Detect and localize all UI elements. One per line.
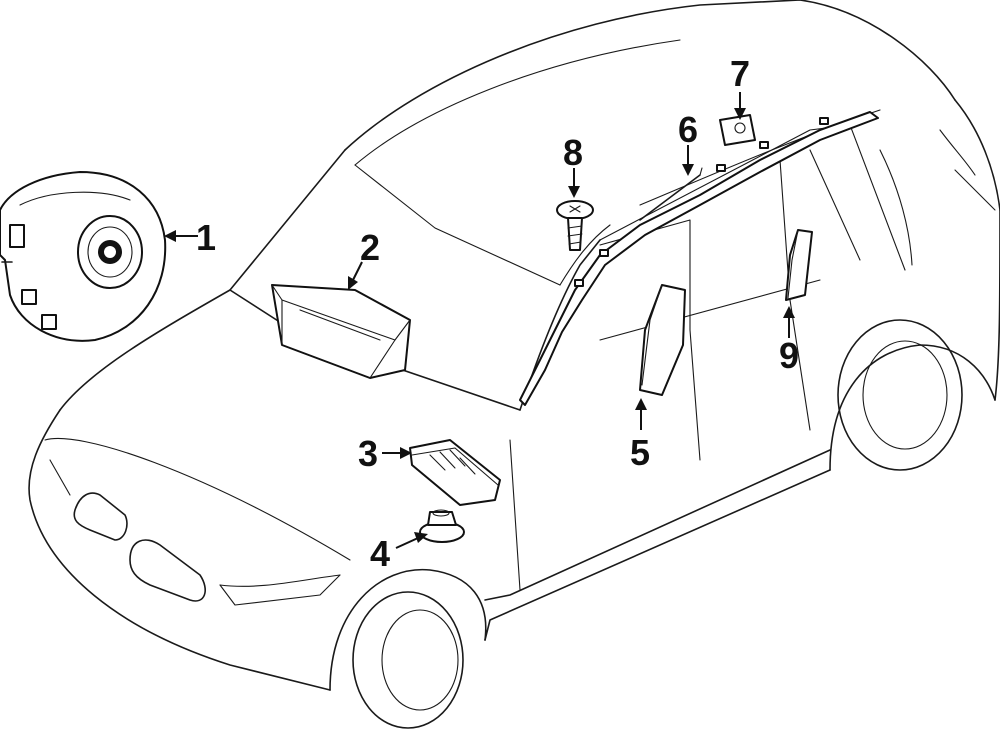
part-7-clip: [719, 114, 756, 146]
callout-7: 7: [730, 53, 750, 94]
callout-1: 1: [196, 217, 216, 258]
callout-6: 6: [678, 109, 698, 150]
callout-5: 5: [630, 432, 650, 473]
vehicle-outline: [28, 0, 1000, 729]
callout-3: 3: [358, 433, 378, 474]
callout-8: 8: [563, 132, 583, 173]
callout-9: 9: [779, 335, 799, 376]
callout-2: 2: [360, 227, 380, 268]
part-1-driver-airbag: [0, 171, 167, 342]
part-5-front-side-airbag: [639, 284, 686, 396]
part-3-airbag-module: [409, 439, 501, 506]
callout-arrows: [164, 92, 795, 549]
part-2-passenger-airbag: [271, 284, 411, 379]
part-9-rear-side-airbag: [785, 229, 813, 301]
part-6-curtain-airbag: [519, 111, 879, 406]
callout-labels: 1 2 3 4 5 6 7 8 9: [196, 53, 799, 574]
callout-4: 4: [370, 533, 390, 574]
part-4-nut: [419, 509, 465, 543]
part-8-screw: [556, 200, 594, 251]
